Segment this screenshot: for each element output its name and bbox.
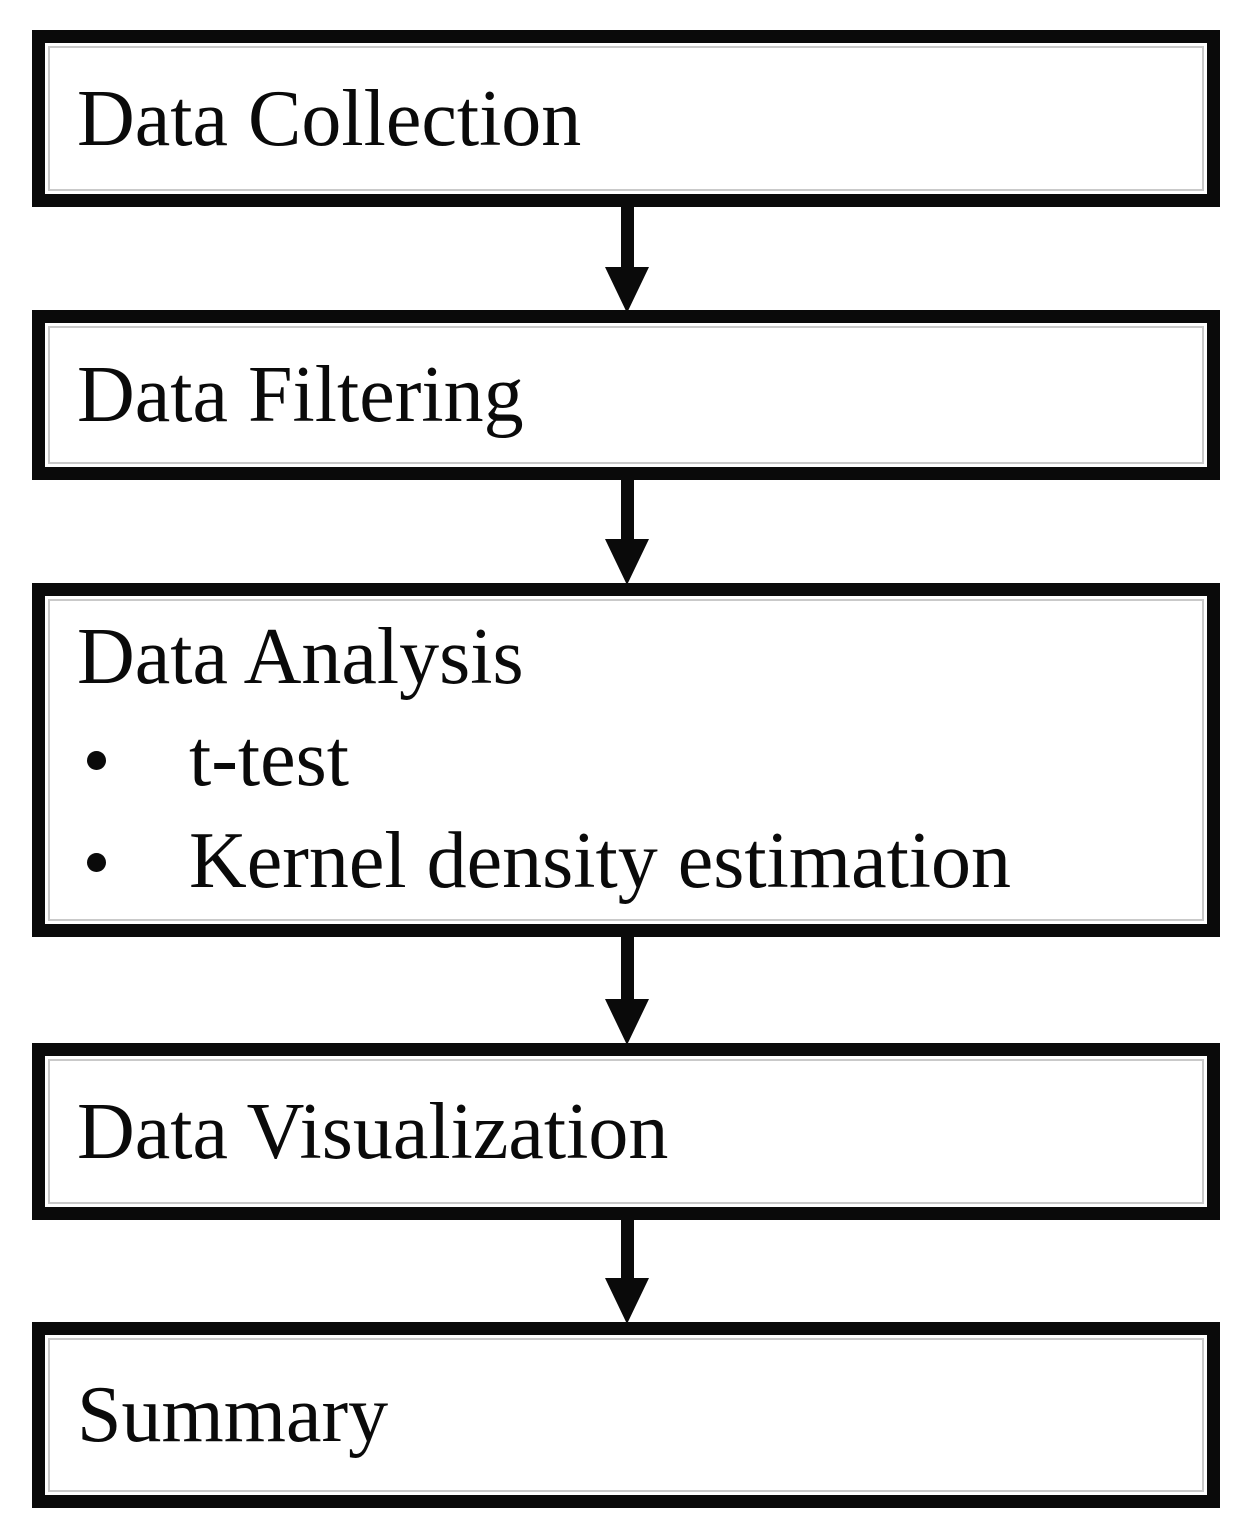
flow-box-summary: Summary bbox=[32, 1322, 1220, 1508]
list-item-label: Kernel density estimation bbox=[189, 817, 1012, 905]
arrow-head bbox=[605, 267, 649, 313]
flow-box-label: Summary bbox=[77, 1371, 389, 1459]
flow-box-label: Data Filtering bbox=[77, 351, 524, 439]
flow-box-label: Data Collection bbox=[77, 74, 582, 163]
arrow-shaft bbox=[620, 935, 634, 999]
arrow-shaft bbox=[620, 478, 634, 539]
flow-box-data-collection: Data Collection bbox=[32, 30, 1220, 207]
arrow-down-icon bbox=[605, 935, 649, 1045]
arrow-head bbox=[605, 999, 649, 1045]
arrow-down-icon bbox=[605, 1218, 649, 1324]
bullet-icon bbox=[87, 751, 106, 771]
flow-box-label: Data Analysis bbox=[77, 613, 524, 701]
arrow-down-icon bbox=[605, 205, 649, 313]
flow-box-data-analysis: Data Analysis t-test Kernel density esti… bbox=[32, 583, 1220, 937]
flow-box-label: Data Visualization bbox=[77, 1087, 669, 1176]
arrow-down-icon bbox=[605, 478, 649, 585]
arrow-head bbox=[605, 1278, 649, 1324]
arrow-shaft bbox=[620, 1218, 634, 1278]
analysis-method-list: t-test Kernel density estimation bbox=[45, 708, 1207, 912]
arrow-head bbox=[605, 539, 649, 585]
list-item: Kernel density estimation bbox=[45, 810, 1207, 912]
arrow-shaft bbox=[620, 205, 634, 267]
bullet-icon bbox=[87, 853, 106, 873]
list-item-label: t-test bbox=[189, 715, 349, 803]
list-item: t-test bbox=[45, 708, 1207, 810]
flow-box-data-filtering: Data Filtering bbox=[32, 310, 1220, 480]
flow-box-data-visualization: Data Visualization bbox=[32, 1043, 1220, 1220]
